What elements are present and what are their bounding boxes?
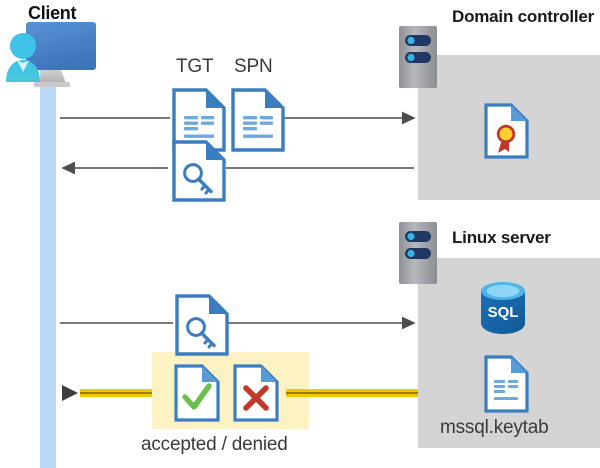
- keytab-filename-label: mssql.keytab: [440, 417, 549, 438]
- client-lifeline: [40, 66, 56, 468]
- client-title: Client: [28, 3, 77, 23]
- document-icon-keytab: [484, 355, 529, 413]
- certificate-document-icon: [484, 103, 529, 159]
- server-rack-icon-linux: [399, 222, 437, 284]
- document-key-icon-ticket: [172, 140, 226, 202]
- document-key-icon-request: [175, 294, 229, 356]
- sql-database-icon: SQL: [481, 282, 525, 334]
- tgt-label: TGT: [176, 56, 214, 77]
- document-x-icon: [233, 364, 279, 422]
- flow-linux-to-client: [62, 385, 418, 401]
- client-workstation-icon: [6, 22, 96, 87]
- svg-text:SQL: SQL: [488, 304, 519, 321]
- accepted-denied-label: accepted / denied: [141, 434, 288, 455]
- domain-controller-title: Domain controller: [452, 7, 595, 26]
- linux-server-title: Linux server: [452, 228, 551, 247]
- document-icon-tgt: [172, 88, 226, 152]
- document-icon-spn: [231, 88, 285, 152]
- gold-arrowhead: [62, 385, 78, 401]
- document-check-icon: [174, 364, 220, 422]
- spn-label: SPN: [234, 56, 273, 77]
- server-rack-icon-dc: [399, 26, 437, 88]
